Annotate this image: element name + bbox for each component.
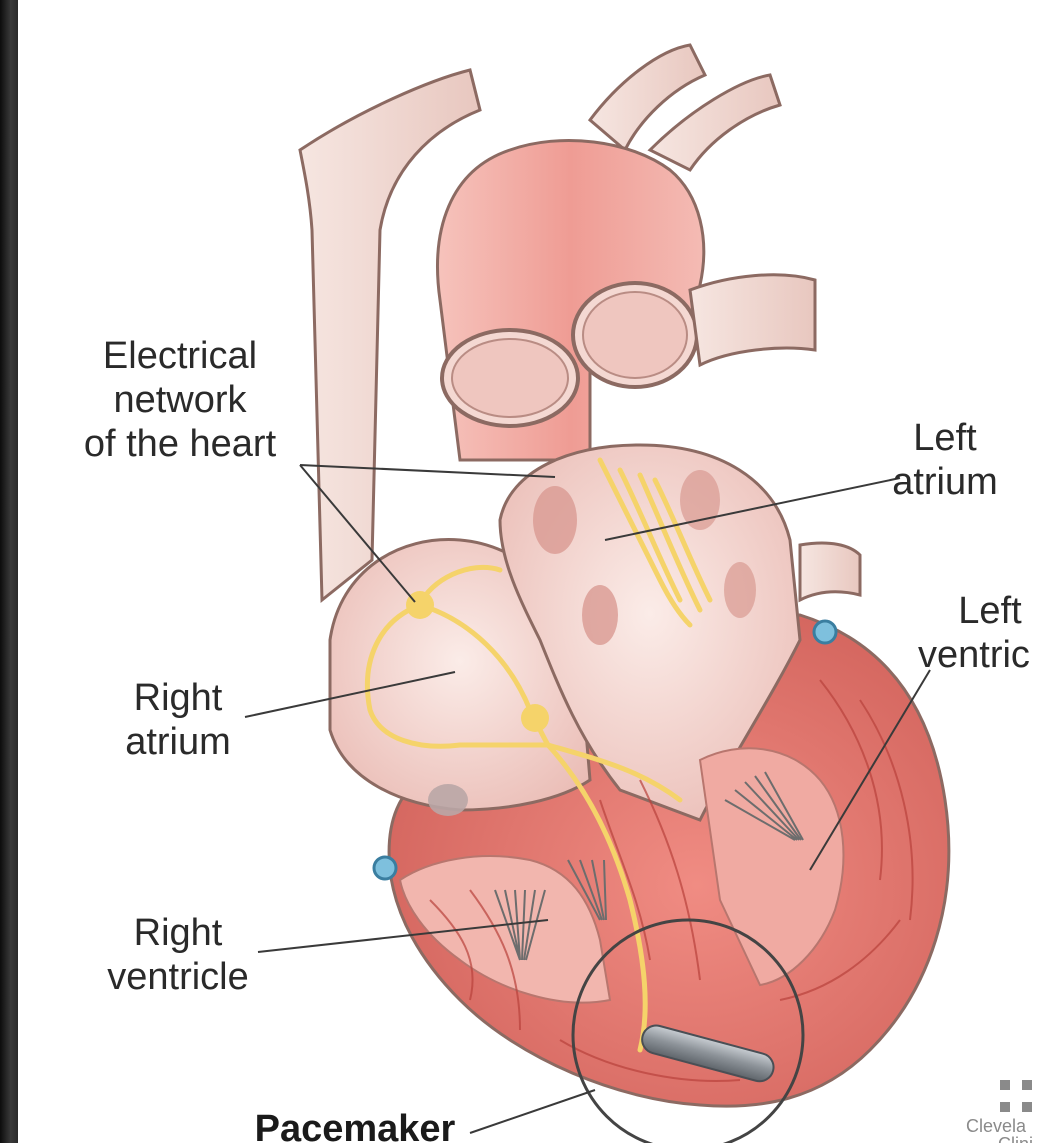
label-right-atrium-line1: Right	[134, 677, 223, 719]
pulmonary-vein	[690, 275, 815, 365]
label-left-ventricle: Left ventric	[918, 590, 1030, 676]
label-electrical-line3: of the heart	[84, 423, 277, 465]
clinic-logo-text-line1: Clevela	[966, 1116, 1027, 1136]
clinic-logo-text-line2: Clini	[998, 1134, 1033, 1143]
clinic-logo: Clevela Clini	[966, 1080, 1033, 1143]
label-electrical-network: Electrical network of the heart	[84, 335, 277, 465]
label-right-ventricle: Right ventricle	[107, 912, 249, 998]
label-pacemaker: Pacemaker	[255, 1108, 456, 1143]
label-right-ventricle-line1: Right	[134, 912, 223, 954]
label-left-atrium-line2: atrium	[892, 461, 998, 503]
left-background-strip	[0, 0, 18, 1143]
label-right-ventricle-line2: ventricle	[107, 956, 249, 998]
label-right-atrium-line2: atrium	[125, 721, 231, 763]
label-left-atrium: Left atrium	[892, 417, 998, 503]
atrioventricular-node	[521, 704, 549, 732]
label-left-ventricle-line2: ventric	[918, 634, 1030, 676]
label-left-atrium-line1: Left	[913, 417, 977, 459]
label-right-atrium: Right atrium	[125, 677, 231, 763]
clinic-logo-mark	[1000, 1080, 1032, 1112]
label-electrical-line1: Electrical	[103, 335, 257, 377]
pulmonary-vein-lower	[800, 543, 860, 600]
label-left-ventricle-line1: Left	[958, 590, 1022, 632]
label-electrical-line2: network	[113, 379, 247, 421]
